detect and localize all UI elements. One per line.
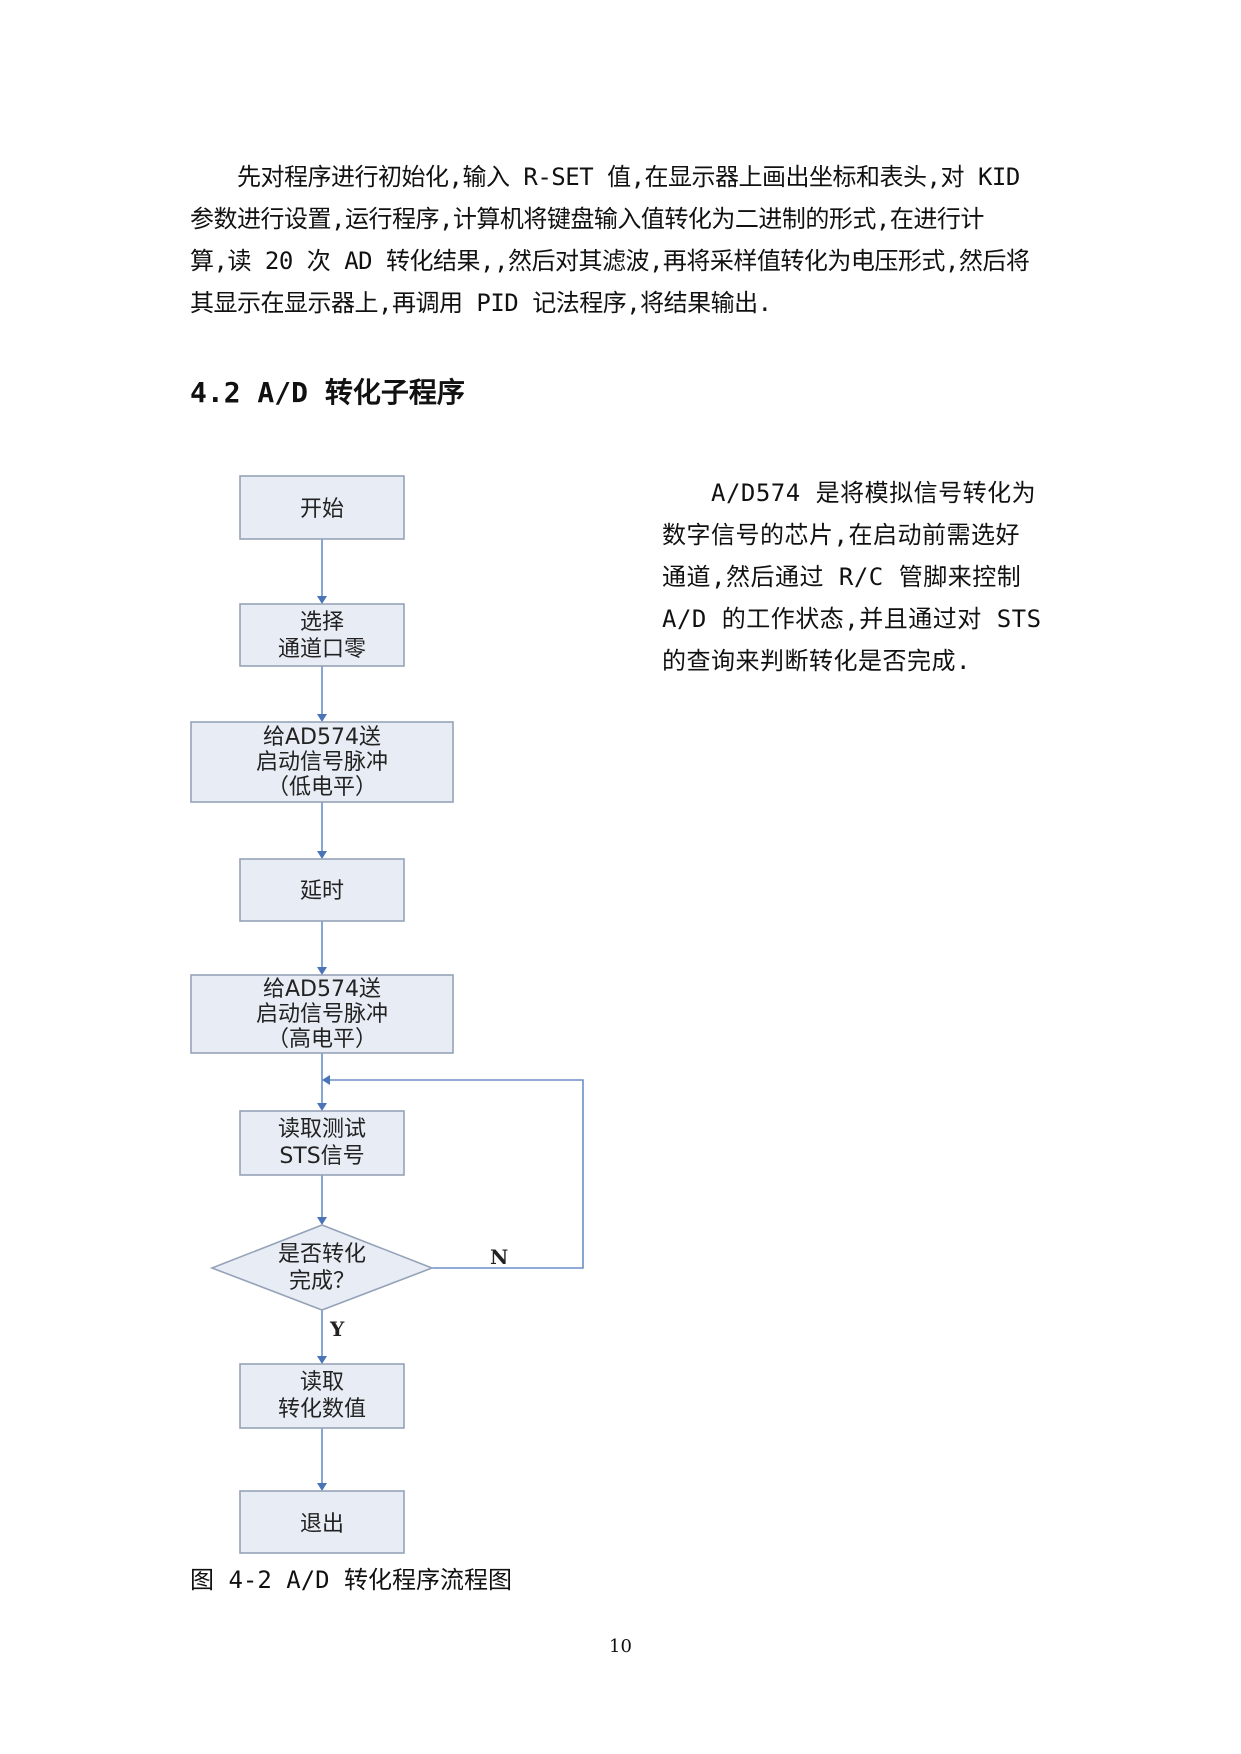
pulse-high-box <box>190 974 454 1054</box>
pulse-low-label-2: 启动信号脉冲 <box>256 750 388 775</box>
pulse-high-label-1: 给AD574送 <box>263 977 381 1002</box>
side-line-3: 通道,然后通过 R/C 管脚来控制 <box>662 563 1022 591</box>
pulse-low-label-3: （低电平） <box>267 775 377 800</box>
figure-caption: 图 4-2 A/D 转化程序流程图 <box>190 1566 513 1594</box>
intro-line-4: 其显示在显示器上,再调用 PID 记法程序,将结果输出. <box>190 289 772 317</box>
delay-box <box>239 858 405 922</box>
side-line-1: A/D574 是将模拟信号转化为 <box>662 479 1037 507</box>
pulse-high-label-3: （高电平） <box>267 1027 377 1052</box>
arrowhead-delay <box>317 851 327 859</box>
arrowhead-read-sts <box>317 1103 327 1111</box>
select-channel-label-2: 通道口零 <box>278 637 366 662</box>
connector-loop-no <box>330 1079 584 1269</box>
pulse-low-box <box>190 721 454 803</box>
intro-paragraph: 先对程序进行初始化,输入 R-SET 值,在显示器上画出坐标和表头,对 KID … <box>190 156 1040 324</box>
side-line-2: 数字信号的芯片,在启动前需选好 <box>662 521 1020 549</box>
side-line-4: A/D 的工作状态,并且通过对 STS <box>662 605 1042 633</box>
arrowhead-select <box>317 596 327 604</box>
decision-label-1: 是否转化 <box>278 1242 366 1267</box>
side-paragraph: A/D574 是将模拟信号转化为 数字信号的芯片,在启动前需选好 通道,然后通过… <box>662 472 1042 682</box>
arrowhead-decision <box>317 1217 327 1225</box>
read-value-label-1: 读取 <box>300 1370 344 1395</box>
read-sts-label-1: 读取测试 <box>278 1117 366 1142</box>
read-sts-label-2: STS信号 <box>279 1144 364 1169</box>
yes-label: Y <box>329 1317 345 1341</box>
arrowhead-loop <box>322 1075 330 1085</box>
arrowhead-pulse-high <box>317 967 327 975</box>
intro-line-3: 算,读 20 次 AD 转化结果,,然后对其滤波,再将采样值转化为电压形式,然后… <box>190 247 1030 275</box>
side-line-5: 的查询来判断转化是否完成. <box>662 647 971 675</box>
start-box-label: 开始 <box>300 497 344 522</box>
select-channel-label-1: 选择 <box>300 610 344 635</box>
read-value-box <box>239 1363 405 1429</box>
start-box <box>239 475 405 540</box>
exit-label: 退出 <box>300 1512 344 1537</box>
decision-label-2: 完成？ <box>289 1269 355 1294</box>
delay-label: 延时 <box>300 879 344 904</box>
no-label: N <box>490 1245 508 1269</box>
exit-box <box>239 1490 405 1554</box>
decision-diamond <box>209 1224 435 1311</box>
pulse-high-label-2: 启动信号脉冲 <box>256 1002 388 1027</box>
intro-line-1: 先对程序进行初始化,输入 R-SET 值,在显示器上画出坐标和表头,对 KID <box>190 163 1020 191</box>
section-heading: 4.2 A/D 转化子程序 <box>190 376 465 409</box>
arrowhead-read-value <box>317 1356 327 1364</box>
arrowhead-exit <box>317 1483 327 1491</box>
page-number: 10 <box>609 1636 632 1657</box>
read-value-label-2: 转化数值 <box>278 1397 366 1422</box>
pulse-low-label-1: 给AD574送 <box>263 725 381 750</box>
intro-line-2: 参数进行设置,运行程序,计算机将键盘输入值转化为二进制的形式,在进行计 <box>190 205 984 233</box>
select-channel-box <box>239 603 405 667</box>
read-sts-box <box>239 1110 405 1176</box>
arrowhead-pulse-low <box>317 714 327 722</box>
